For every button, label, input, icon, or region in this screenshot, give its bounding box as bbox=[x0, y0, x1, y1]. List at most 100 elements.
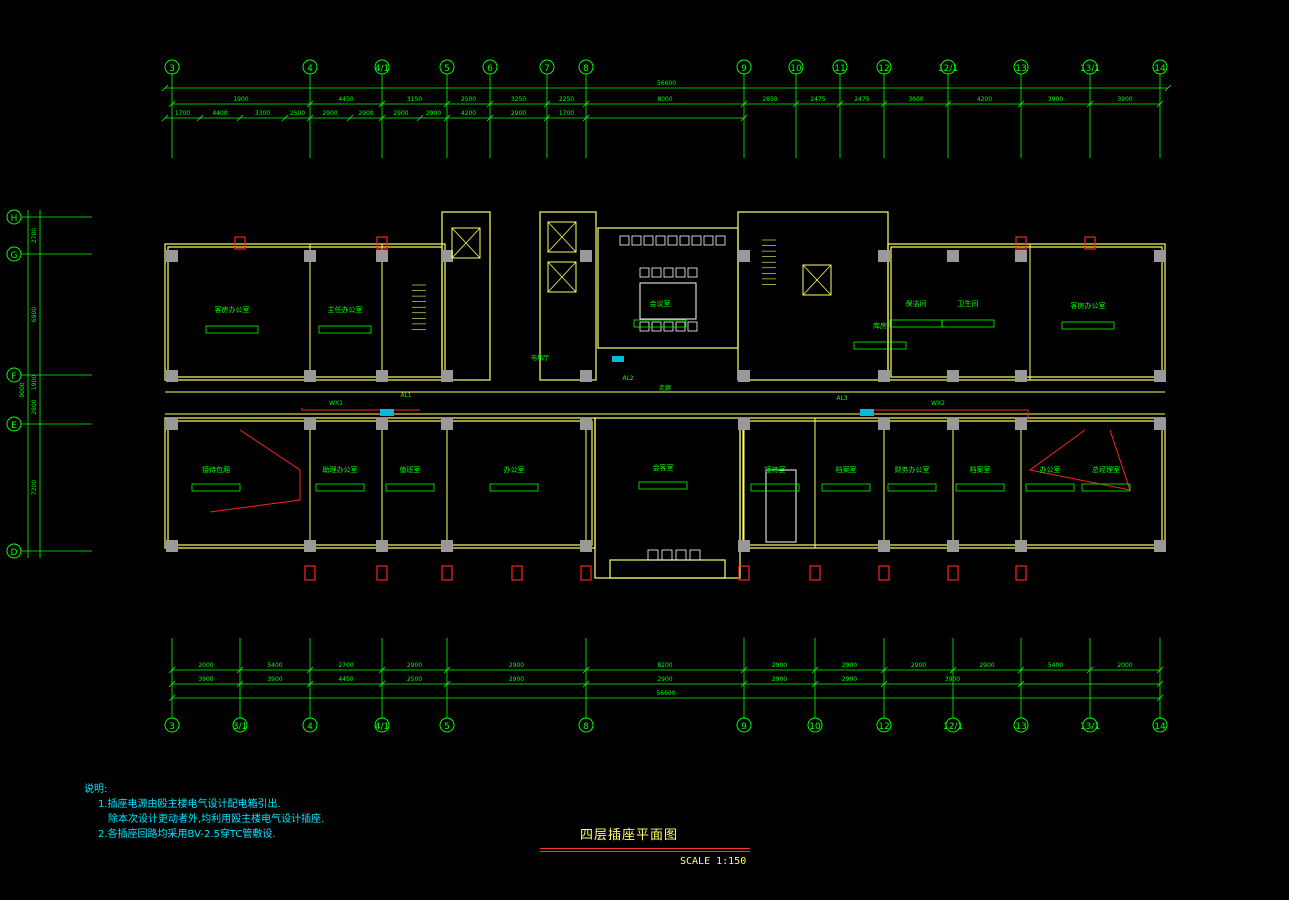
dim-bottom-row2-tick bbox=[443, 680, 451, 688]
column bbox=[376, 418, 388, 430]
dim-top-row2-text: 1700 bbox=[175, 110, 190, 117]
chair bbox=[687, 267, 698, 278]
dim-top-row1-text: 3600 bbox=[908, 96, 923, 103]
dim-top-row1-tick bbox=[792, 100, 800, 108]
column bbox=[580, 418, 592, 430]
column bbox=[441, 540, 453, 552]
dim-bottom-row2-text: 3900 bbox=[198, 676, 213, 683]
elevator-car bbox=[802, 264, 832, 296]
socket-tag bbox=[887, 483, 937, 492]
dim-bottom-row2-text: 2900 bbox=[657, 676, 672, 683]
column bbox=[1154, 540, 1166, 552]
room-label-bottom: 档案室 bbox=[836, 465, 857, 474]
axis-label-top: 12/1 bbox=[938, 64, 958, 74]
dim-top-row1-text: 2475 bbox=[854, 96, 869, 103]
socket-tag bbox=[638, 481, 688, 490]
corridor-label: 走廊 bbox=[659, 384, 671, 392]
column bbox=[878, 250, 890, 262]
column bbox=[1015, 250, 1027, 262]
dim-bottom-row2-tick bbox=[740, 680, 748, 688]
axis-label-left: F bbox=[11, 372, 16, 382]
column-red-south bbox=[809, 565, 821, 581]
chair bbox=[687, 321, 698, 332]
wiring-wx1 bbox=[301, 408, 420, 411]
dim-bottom-row1-tick bbox=[811, 666, 819, 674]
chair bbox=[639, 267, 650, 278]
dim-top-row1-text: 4200 bbox=[977, 96, 992, 103]
chair bbox=[651, 321, 662, 332]
dim-top-row1-text: 3250 bbox=[511, 96, 526, 103]
dim-bottom-row1-text: 2000 bbox=[198, 662, 213, 669]
column bbox=[441, 370, 453, 382]
dim-bottom-row2-text: 2900 bbox=[772, 676, 787, 683]
panel-label: AL1 bbox=[400, 392, 411, 399]
dim-bottom-row2-tick bbox=[1156, 680, 1164, 688]
dim-top-row1-tick bbox=[543, 100, 551, 108]
chair bbox=[647, 549, 659, 561]
panel-al2 bbox=[612, 356, 624, 362]
room-label-bottom: 办公室 bbox=[1040, 465, 1061, 474]
axis-label-top: 4/1 bbox=[375, 64, 389, 74]
wall-reception-bay bbox=[594, 417, 741, 579]
dim-bottom-row2-tick bbox=[306, 680, 314, 688]
room-label-top: 卫生间 bbox=[958, 299, 979, 308]
dim-bottom-row2-text: 2900 bbox=[842, 676, 857, 683]
chair bbox=[689, 549, 701, 561]
dim-top-row1-text: 4450 bbox=[338, 96, 353, 103]
dim-top-row1-text: 2500 bbox=[461, 96, 476, 103]
dim-top-row2-text: 2900 bbox=[511, 110, 526, 117]
column bbox=[304, 250, 316, 262]
socket-tag bbox=[955, 483, 1005, 492]
chair bbox=[661, 549, 673, 561]
dim-top-row2-text: 4200 bbox=[461, 110, 476, 117]
dim-top-row1-tick bbox=[1017, 100, 1025, 108]
column-red-south bbox=[441, 565, 453, 581]
chair bbox=[651, 267, 662, 278]
wiring-east bbox=[1028, 429, 1131, 491]
panel-label: AL3 bbox=[836, 395, 847, 402]
column bbox=[580, 250, 592, 262]
elevator-car bbox=[547, 261, 577, 293]
column-red-south bbox=[376, 565, 388, 581]
column bbox=[166, 540, 178, 552]
axis-label-bottom: 12 bbox=[878, 722, 889, 732]
axis-label-bottom: 14 bbox=[1154, 722, 1166, 732]
dim-top-row2-tick bbox=[161, 114, 169, 122]
dim-bottom-row1-tick bbox=[582, 666, 590, 674]
chair bbox=[639, 321, 650, 332]
chair bbox=[679, 235, 690, 246]
dim-left-text: 1900 bbox=[31, 375, 38, 390]
column bbox=[738, 418, 750, 430]
dim-bottom-row1-tick bbox=[1086, 666, 1094, 674]
dim-top-row1-tick bbox=[880, 100, 888, 108]
socket-tag bbox=[205, 325, 259, 334]
socket-tag bbox=[633, 319, 687, 328]
chair bbox=[631, 235, 642, 246]
axis-label-top: 13 bbox=[1015, 64, 1026, 74]
room-label-bottom: 接待室 bbox=[765, 465, 786, 474]
drawing-scale: SCALE 1:150 bbox=[680, 856, 747, 867]
column bbox=[1015, 418, 1027, 430]
dim-bottom-row1-tick bbox=[236, 666, 244, 674]
dim-bottom-total-tick bbox=[168, 694, 176, 702]
socket-tag bbox=[941, 319, 995, 328]
building-outline bbox=[164, 211, 1166, 581]
wiring-wx2 bbox=[860, 409, 1029, 420]
dim-top-row1-tick bbox=[582, 100, 590, 108]
dim-top-row1-tick bbox=[944, 100, 952, 108]
wall-stair-block bbox=[539, 211, 597, 381]
column bbox=[166, 418, 178, 430]
dim-top-row2-tick bbox=[582, 114, 590, 122]
column-red-north bbox=[1015, 236, 1027, 250]
column bbox=[580, 370, 592, 382]
socket-tag bbox=[489, 483, 539, 492]
socket-tag bbox=[821, 483, 871, 492]
axis-label-left: H bbox=[11, 214, 18, 224]
chair bbox=[643, 235, 654, 246]
dim-bottom-row2-tick bbox=[811, 680, 819, 688]
column bbox=[878, 418, 890, 430]
room-label-top: 客房办公室 bbox=[1071, 301, 1106, 310]
column bbox=[166, 250, 178, 262]
